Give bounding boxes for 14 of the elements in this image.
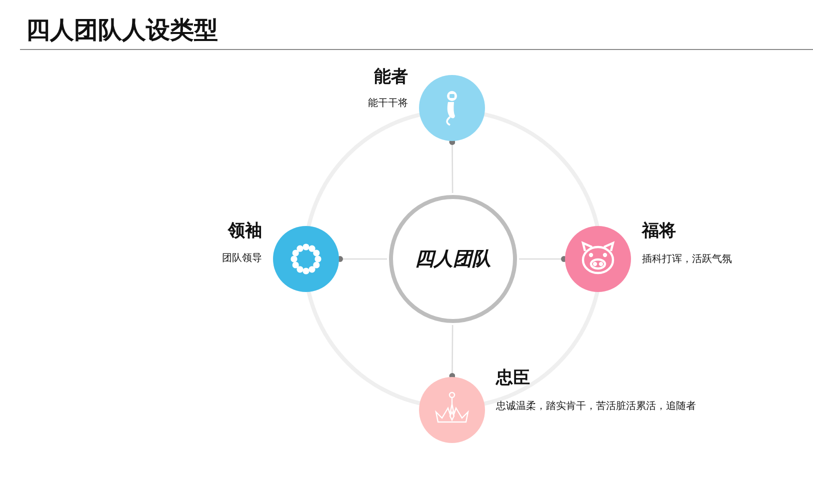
role-heading: 领袖 bbox=[228, 221, 262, 241]
connector-line bbox=[337, 256, 387, 262]
role-description: 能干干将 bbox=[368, 98, 408, 110]
role-heading: 能者 bbox=[374, 67, 408, 87]
connector-line bbox=[519, 256, 567, 262]
role-heading: 福将 bbox=[642, 221, 676, 241]
role-description: 忠诚温柔，踏实肯干，苦活脏活累活，追随者 bbox=[496, 401, 696, 413]
connector-line bbox=[449, 139, 456, 193]
center-label: 四人团队 bbox=[415, 247, 491, 272]
title: 四人团队人设类型 bbox=[26, 15, 218, 46]
role-heading: 忠臣 bbox=[496, 368, 530, 388]
connector-line bbox=[449, 325, 456, 379]
role-description: 插科打诨，活跃气氛 bbox=[642, 254, 732, 266]
role-description: 团队领导 bbox=[222, 253, 262, 265]
